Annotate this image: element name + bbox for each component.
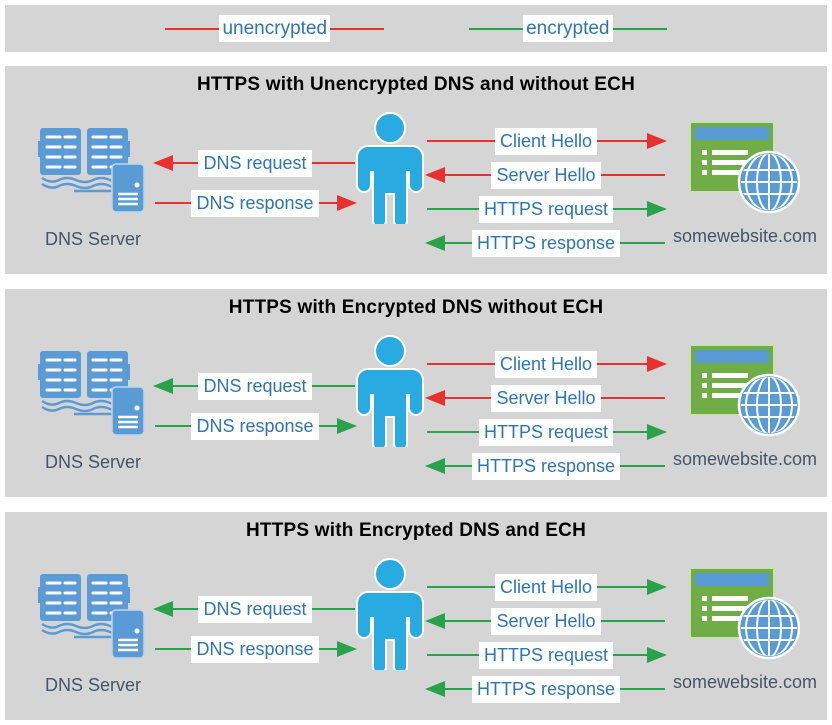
arrow-label-server-hello: Server Hello: [491, 161, 601, 189]
arrow-https-response: HTTPS response: [425, 452, 667, 480]
arrowhead-right-icon: [647, 424, 667, 440]
arrow-label-server-hello: Server Hello: [491, 384, 601, 412]
arrow-dns-request: DNS request: [153, 149, 357, 177]
arrow-label-https-response: HTTPS response: [471, 229, 621, 257]
arrow-label-client-hello: Client Hello: [494, 350, 598, 378]
website-caption: somewebsite.com: [672, 449, 818, 469]
arrowhead-right-icon: [647, 201, 667, 217]
panel-encrypted-dns-and-ech: HTTPS with Encrypted DNS and ECH DNS Ser…: [5, 512, 827, 720]
arrow-client-hello: Client Hello: [425, 127, 667, 155]
legend-label-unencrypted: unencrypted: [219, 15, 331, 42]
dns-server-caption: DNS Server: [45, 229, 142, 249]
website-globe-icon: [688, 343, 800, 437]
arrow-label-https-request: HTTPS request: [478, 641, 614, 669]
arrowhead-left-icon: [425, 681, 445, 697]
arrow-dns-response: DNS response: [153, 635, 357, 663]
arrowhead-left-icon: [425, 235, 445, 251]
arrowhead-left-icon: [425, 458, 445, 474]
arrow-server-hello: Server Hello: [425, 607, 667, 635]
legend-item-unencrypted: unencrypted: [165, 15, 385, 42]
arrow-https-response: HTTPS response: [425, 675, 667, 703]
dns-server-icon: [38, 572, 150, 660]
unencrypted-line-icon: [165, 27, 220, 30]
arrowhead-right-icon: [337, 418, 357, 434]
encrypted-line-icon: [469, 27, 524, 30]
legend-bar: unencrypted encrypted: [5, 5, 827, 52]
panel-encrypted-dns-no-ech: HTTPS with Encrypted DNS without ECH DNS…: [5, 289, 827, 497]
panel-title: HTTPS with Encrypted DNS without ECH: [228, 297, 604, 318]
arrow-label-client-hello: Client Hello: [494, 573, 598, 601]
dns-server-caption: DNS Server: [45, 675, 142, 695]
arrowhead-left-icon: [425, 390, 445, 406]
arrow-label-dns-response: DNS response: [191, 189, 319, 217]
website-globe-icon: [688, 566, 800, 660]
arrow-client-hello: Client Hello: [425, 350, 667, 378]
arrowhead-left-icon: [153, 601, 173, 617]
arrow-label-https-request: HTTPS request: [478, 418, 614, 446]
arrow-https-request: HTTPS request: [425, 195, 667, 223]
encrypted-line-icon: [612, 27, 667, 30]
arrowhead-left-icon: [425, 167, 445, 183]
user-person-icon: [352, 112, 428, 224]
arrow-https-response: HTTPS response: [425, 229, 667, 257]
arrowhead-right-icon: [647, 133, 667, 149]
arrow-label-https-response: HTTPS response: [471, 675, 621, 703]
dns-server-icon: [38, 126, 150, 214]
dns-server-icon: [38, 349, 150, 437]
legend-item-encrypted: encrypted: [469, 15, 667, 42]
arrowhead-left-icon: [153, 155, 173, 171]
website-globe-icon: [688, 120, 800, 214]
arrow-client-hello: Client Hello: [425, 573, 667, 601]
arrowhead-right-icon: [647, 356, 667, 372]
arrow-label-client-hello: Client Hello: [494, 127, 598, 155]
arrow-https-request: HTTPS request: [425, 641, 667, 669]
arrow-label-dns-response: DNS response: [191, 635, 319, 663]
arrow-dns-response: DNS response: [153, 412, 357, 440]
unencrypted-line-icon: [330, 27, 385, 30]
website-caption: somewebsite.com: [672, 226, 818, 246]
arrow-label-dns-request: DNS request: [198, 149, 312, 177]
legend-label-encrypted: encrypted: [523, 15, 613, 42]
panel-title: HTTPS with Unencrypted DNS and without E…: [196, 74, 635, 95]
arrow-https-request: HTTPS request: [425, 418, 667, 446]
arrowhead-right-icon: [647, 647, 667, 663]
website-caption: somewebsite.com: [672, 672, 818, 692]
arrow-label-dns-response: DNS response: [191, 412, 319, 440]
arrowhead-right-icon: [647, 579, 667, 595]
arrow-dns-response: DNS response: [153, 189, 357, 217]
arrow-label-dns-request: DNS request: [198, 595, 312, 623]
arrow-server-hello: Server Hello: [425, 161, 667, 189]
arrow-label-server-hello: Server Hello: [491, 607, 601, 635]
panel-unencrypted-dns-no-ech: HTTPS with Unencrypted DNS and without E…: [5, 66, 827, 274]
dns-server-caption: DNS Server: [45, 452, 142, 472]
arrowhead-left-icon: [153, 378, 173, 394]
user-person-icon: [352, 558, 428, 670]
arrow-label-https-response: HTTPS response: [471, 452, 621, 480]
arrowhead-right-icon: [337, 641, 357, 657]
arrow-label-https-request: HTTPS request: [478, 195, 614, 223]
arrow-dns-request: DNS request: [153, 372, 357, 400]
panel-title: HTTPS with Encrypted DNS and ECH: [246, 520, 586, 541]
arrowhead-right-icon: [337, 195, 357, 211]
arrow-label-dns-request: DNS request: [198, 372, 312, 400]
user-person-icon: [352, 335, 428, 447]
arrow-server-hello: Server Hello: [425, 384, 667, 412]
arrow-dns-request: DNS request: [153, 595, 357, 623]
arrowhead-left-icon: [425, 613, 445, 629]
